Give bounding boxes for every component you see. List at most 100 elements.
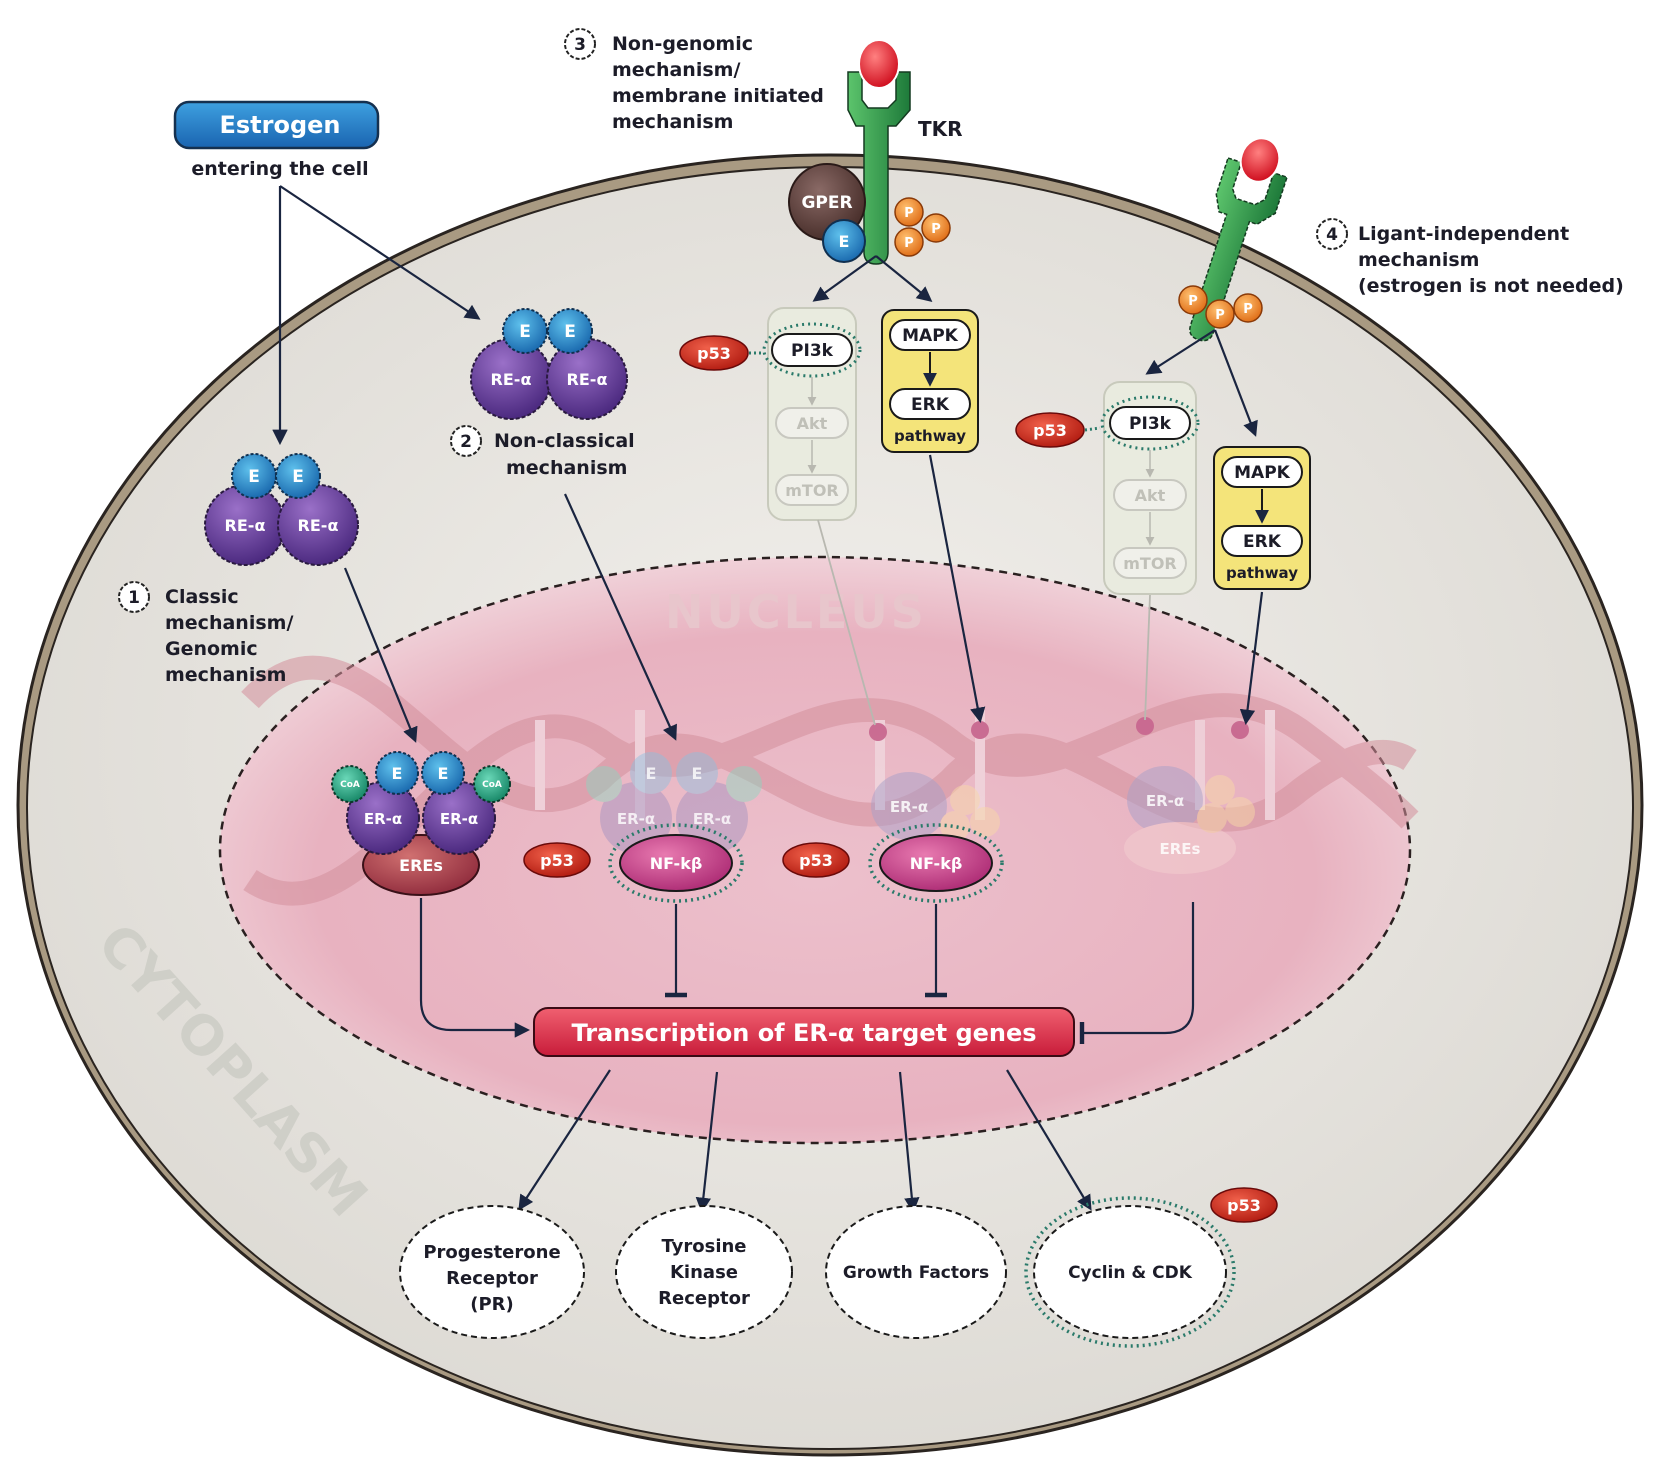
nucleus-label: NUCLEUS [665, 585, 927, 639]
p-label: P [1188, 294, 1198, 309]
target-text: Receptor [658, 1288, 750, 1309]
mechanism-2-label: 2 Non-classical mechanism [450, 425, 635, 479]
p-label: P [904, 236, 914, 251]
nfkb-label: NF-kβ [910, 854, 963, 873]
mechanism-text: mechanism [165, 664, 286, 686]
target-text: Growth Factors [843, 1263, 989, 1283]
estrogen-caption: entering the cell [191, 158, 368, 180]
classic-nuclear-complex: CoA CoA E E ER-α ER-α EREs [331, 751, 511, 896]
nuclear-entry-arrows [343, 454, 1264, 743]
nfkb-label: NF-kβ [650, 854, 703, 873]
target-progesterone-receptor: Progesterone Receptor (PR) [399, 1205, 585, 1339]
e-label: E [564, 322, 576, 342]
e-label: E [839, 232, 850, 251]
pi3k-label: PI3k [791, 341, 834, 361]
mechanism-text: Ligant-independent [1358, 223, 1569, 245]
estrogen-input: Estrogen entering the cell [173, 100, 380, 180]
e-label: E [646, 764, 657, 783]
step-number: 1 [128, 588, 140, 608]
tkr-label: TKR [918, 117, 963, 141]
mechanism-4-label: 4 Ligant-independent mechanism (estrogen… [1316, 218, 1624, 297]
eres-label: EREs [399, 856, 443, 875]
mechanism-text: mechanism [612, 111, 733, 133]
p53-inhibitor: p53 [523, 842, 591, 878]
re-alpha-label: RE-α [567, 370, 608, 389]
pathway-label: pathway [894, 427, 966, 445]
er-alpha-label: ER-α [440, 810, 478, 828]
step-number: 3 [574, 35, 586, 55]
target-text: Kinase [670, 1262, 738, 1283]
akt-label: Akt [797, 414, 828, 433]
p53-label: p53 [799, 851, 833, 870]
e-label: E [392, 764, 403, 783]
ligand-icon [858, 39, 900, 89]
mechanism-text: mechanism/ [612, 59, 740, 81]
mapk-erk-pathway-2: MAPK ERK pathway [1213, 446, 1311, 590]
target-tyrosine-kinase-receptor: Tyrosine Kinase Receptor [615, 1205, 793, 1339]
target-text: Receptor [446, 1268, 538, 1289]
re-alpha-label: RE-α [298, 516, 339, 535]
p53-inhibitor: p53 [679, 335, 764, 371]
pi3k-pathway-1: PI3k Akt mTOR [762, 307, 862, 521]
tkr-receptor-independent [1189, 137, 1288, 342]
target-text: Tyrosine [661, 1236, 746, 1257]
mapk-label: MAPK [1234, 463, 1291, 483]
mapk-label: MAPK [902, 326, 959, 346]
estrogen-label: Estrogen [219, 111, 340, 139]
independent-branch-arrows [1145, 329, 1258, 437]
e-label: E [292, 467, 304, 487]
target-cyclin-cdk: Cyclin & CDK [1024, 1196, 1236, 1348]
p53-label: p53 [697, 344, 731, 363]
tkr-receptor: TKR GPER E P P P [788, 39, 963, 265]
coa-label: CoA [482, 780, 502, 790]
mechanism-text: Classic [165, 586, 239, 608]
p53-label: p53 [1227, 1196, 1261, 1215]
target-text: Cyclin & CDK [1068, 1263, 1193, 1283]
mechanism-text: mechanism [506, 457, 627, 479]
coa-label: CoA [340, 780, 360, 790]
nonclassical-nuclear-complex: E E ER-α ER-α NF-kβ [586, 752, 762, 903]
p53-inhibitor: p53 [1015, 412, 1101, 448]
mechanism-text: (estrogen is not needed) [1358, 275, 1624, 297]
p53-label: p53 [540, 851, 574, 870]
pi3k-label: PI3k [1129, 414, 1172, 434]
step-number: 4 [1326, 225, 1338, 245]
e-label: E [692, 764, 703, 783]
re-alpha-label: RE-α [491, 370, 532, 389]
pi3k-node [771, 333, 853, 367]
mechanism-2-complex: E E RE-α RE-α [470, 308, 628, 420]
mechanism-text: membrane initiated [612, 85, 824, 107]
erk-label: ERK [911, 395, 950, 415]
p-label: P [1243, 302, 1253, 317]
p53-label: p53 [1033, 421, 1067, 440]
transcription-regulation-arrows [419, 898, 1195, 1044]
ligand-icon [1239, 137, 1281, 183]
mtor-label: mTOR [1123, 554, 1177, 573]
nongenomic-nuclear-complex: ER-α NF-kβ [868, 772, 1004, 903]
mechanism-text: mechanism [1358, 249, 1479, 271]
transcription-label: Transcription of ER-α target genes [571, 1019, 1036, 1047]
p53-inhibitor: p53 [782, 842, 850, 878]
p53-inhibitor: p53 [1210, 1187, 1278, 1223]
independent-nuclear-complex: ER-α EREs [1124, 766, 1255, 874]
target-text: Progesterone [423, 1242, 560, 1263]
er-alpha-label: ER-α [890, 798, 928, 816]
er-alpha-label: ER-α [617, 810, 655, 828]
mechanism-text: Genomic [165, 638, 258, 660]
p-label: P [1215, 308, 1225, 323]
transcription-node: Transcription of ER-α target genes [533, 1007, 1075, 1057]
estrogen-arrows [272, 185, 481, 446]
er-alpha-label: ER-α [364, 810, 402, 828]
mechanism-text: Non-classical [494, 430, 635, 452]
tkr-branch-arrows [812, 255, 933, 302]
mtor-label: mTOR [785, 481, 839, 500]
mechanism-1-label: 1 Classic mechanism/ Genomic mechanism [118, 581, 293, 686]
pathway-label: pathway [1226, 564, 1298, 582]
target-gene-arrows [518, 1069, 1092, 1214]
p-label: P [931, 222, 941, 237]
e-label: E [248, 467, 260, 487]
eres-label: EREs [1160, 840, 1201, 858]
pi3k-pathway-2: PI3k Akt mTOR [1100, 381, 1200, 595]
